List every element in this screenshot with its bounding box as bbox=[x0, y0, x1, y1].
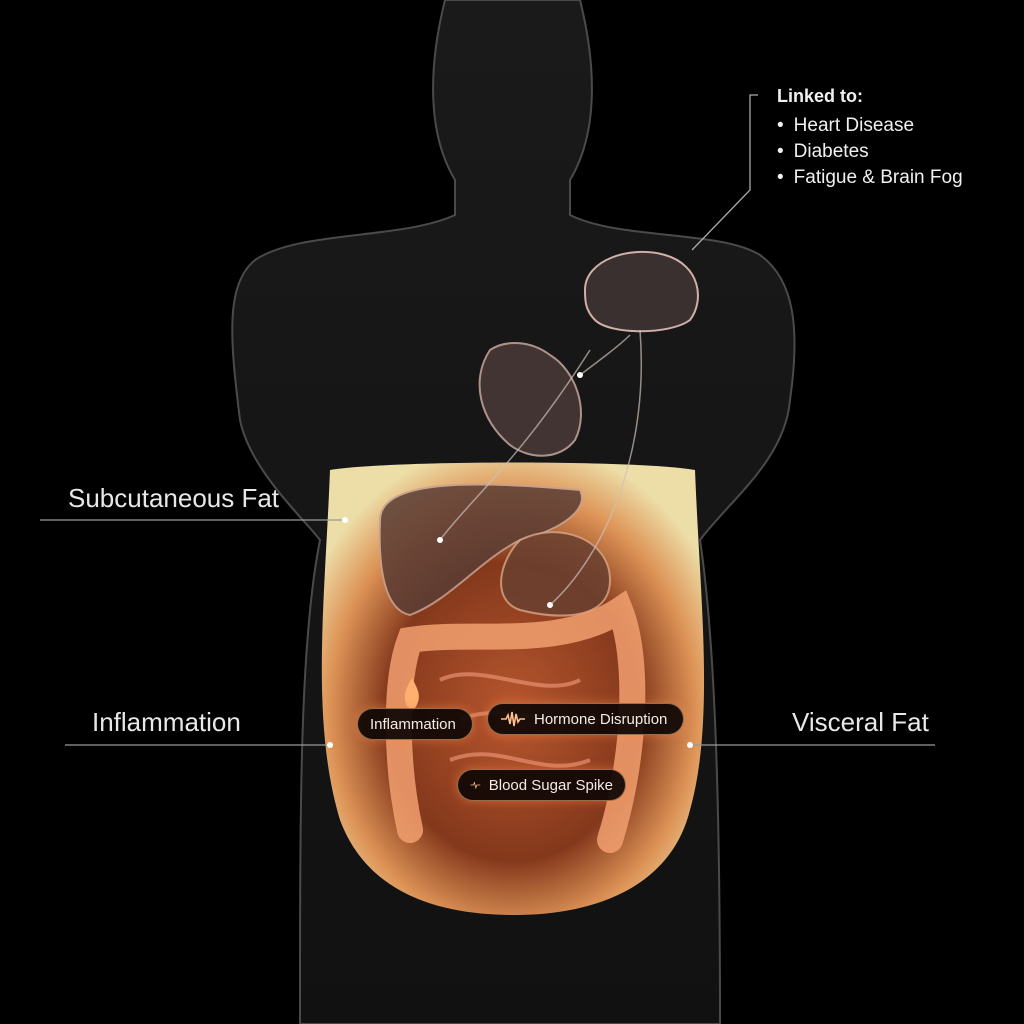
pill-label: Blood Sugar Spike bbox=[488, 776, 613, 794]
stomach bbox=[500, 531, 612, 617]
connector-dot bbox=[547, 602, 553, 608]
waveform-icon bbox=[501, 711, 525, 727]
heart bbox=[478, 342, 582, 457]
pill-label: Hormone Disruption bbox=[534, 710, 668, 728]
inflammation-pill: Inflammation bbox=[357, 708, 473, 740]
visceral-fat-label: Visceral Fat bbox=[792, 707, 929, 737]
linked-to-list: Heart Disease Diabetes Fatigue & Brain F… bbox=[777, 113, 963, 191]
connector-dot bbox=[577, 372, 583, 378]
pulse-icon bbox=[470, 781, 481, 790]
inflammation-label: Inflammation bbox=[92, 707, 241, 737]
flame-icon bbox=[404, 678, 419, 712]
leader-dot bbox=[342, 517, 348, 523]
leader-dot bbox=[687, 742, 693, 748]
linked-item: Heart Disease bbox=[777, 113, 963, 139]
linked-leader-line bbox=[691, 94, 758, 251]
leader-dot bbox=[327, 742, 333, 748]
subcutaneous-fat-label: Subcutaneous Fat bbox=[68, 483, 280, 513]
pill-label: Inflammation bbox=[370, 715, 456, 733]
linked-to-panel: Linked to: Heart Disease Diabetes Fatigu… bbox=[777, 86, 963, 191]
linked-item: Diabetes bbox=[777, 139, 963, 165]
blood-sugar-spike-pill: Blood Sugar Spike bbox=[457, 769, 626, 801]
connector-dot bbox=[437, 537, 443, 543]
brain bbox=[583, 250, 699, 333]
linked-to-title: Linked to: bbox=[777, 86, 863, 106]
linked-item: Fatigue & Brain Fog bbox=[777, 165, 963, 191]
connector-lines bbox=[439, 329, 642, 606]
hormone-disruption-pill: Hormone Disruption bbox=[487, 703, 684, 735]
